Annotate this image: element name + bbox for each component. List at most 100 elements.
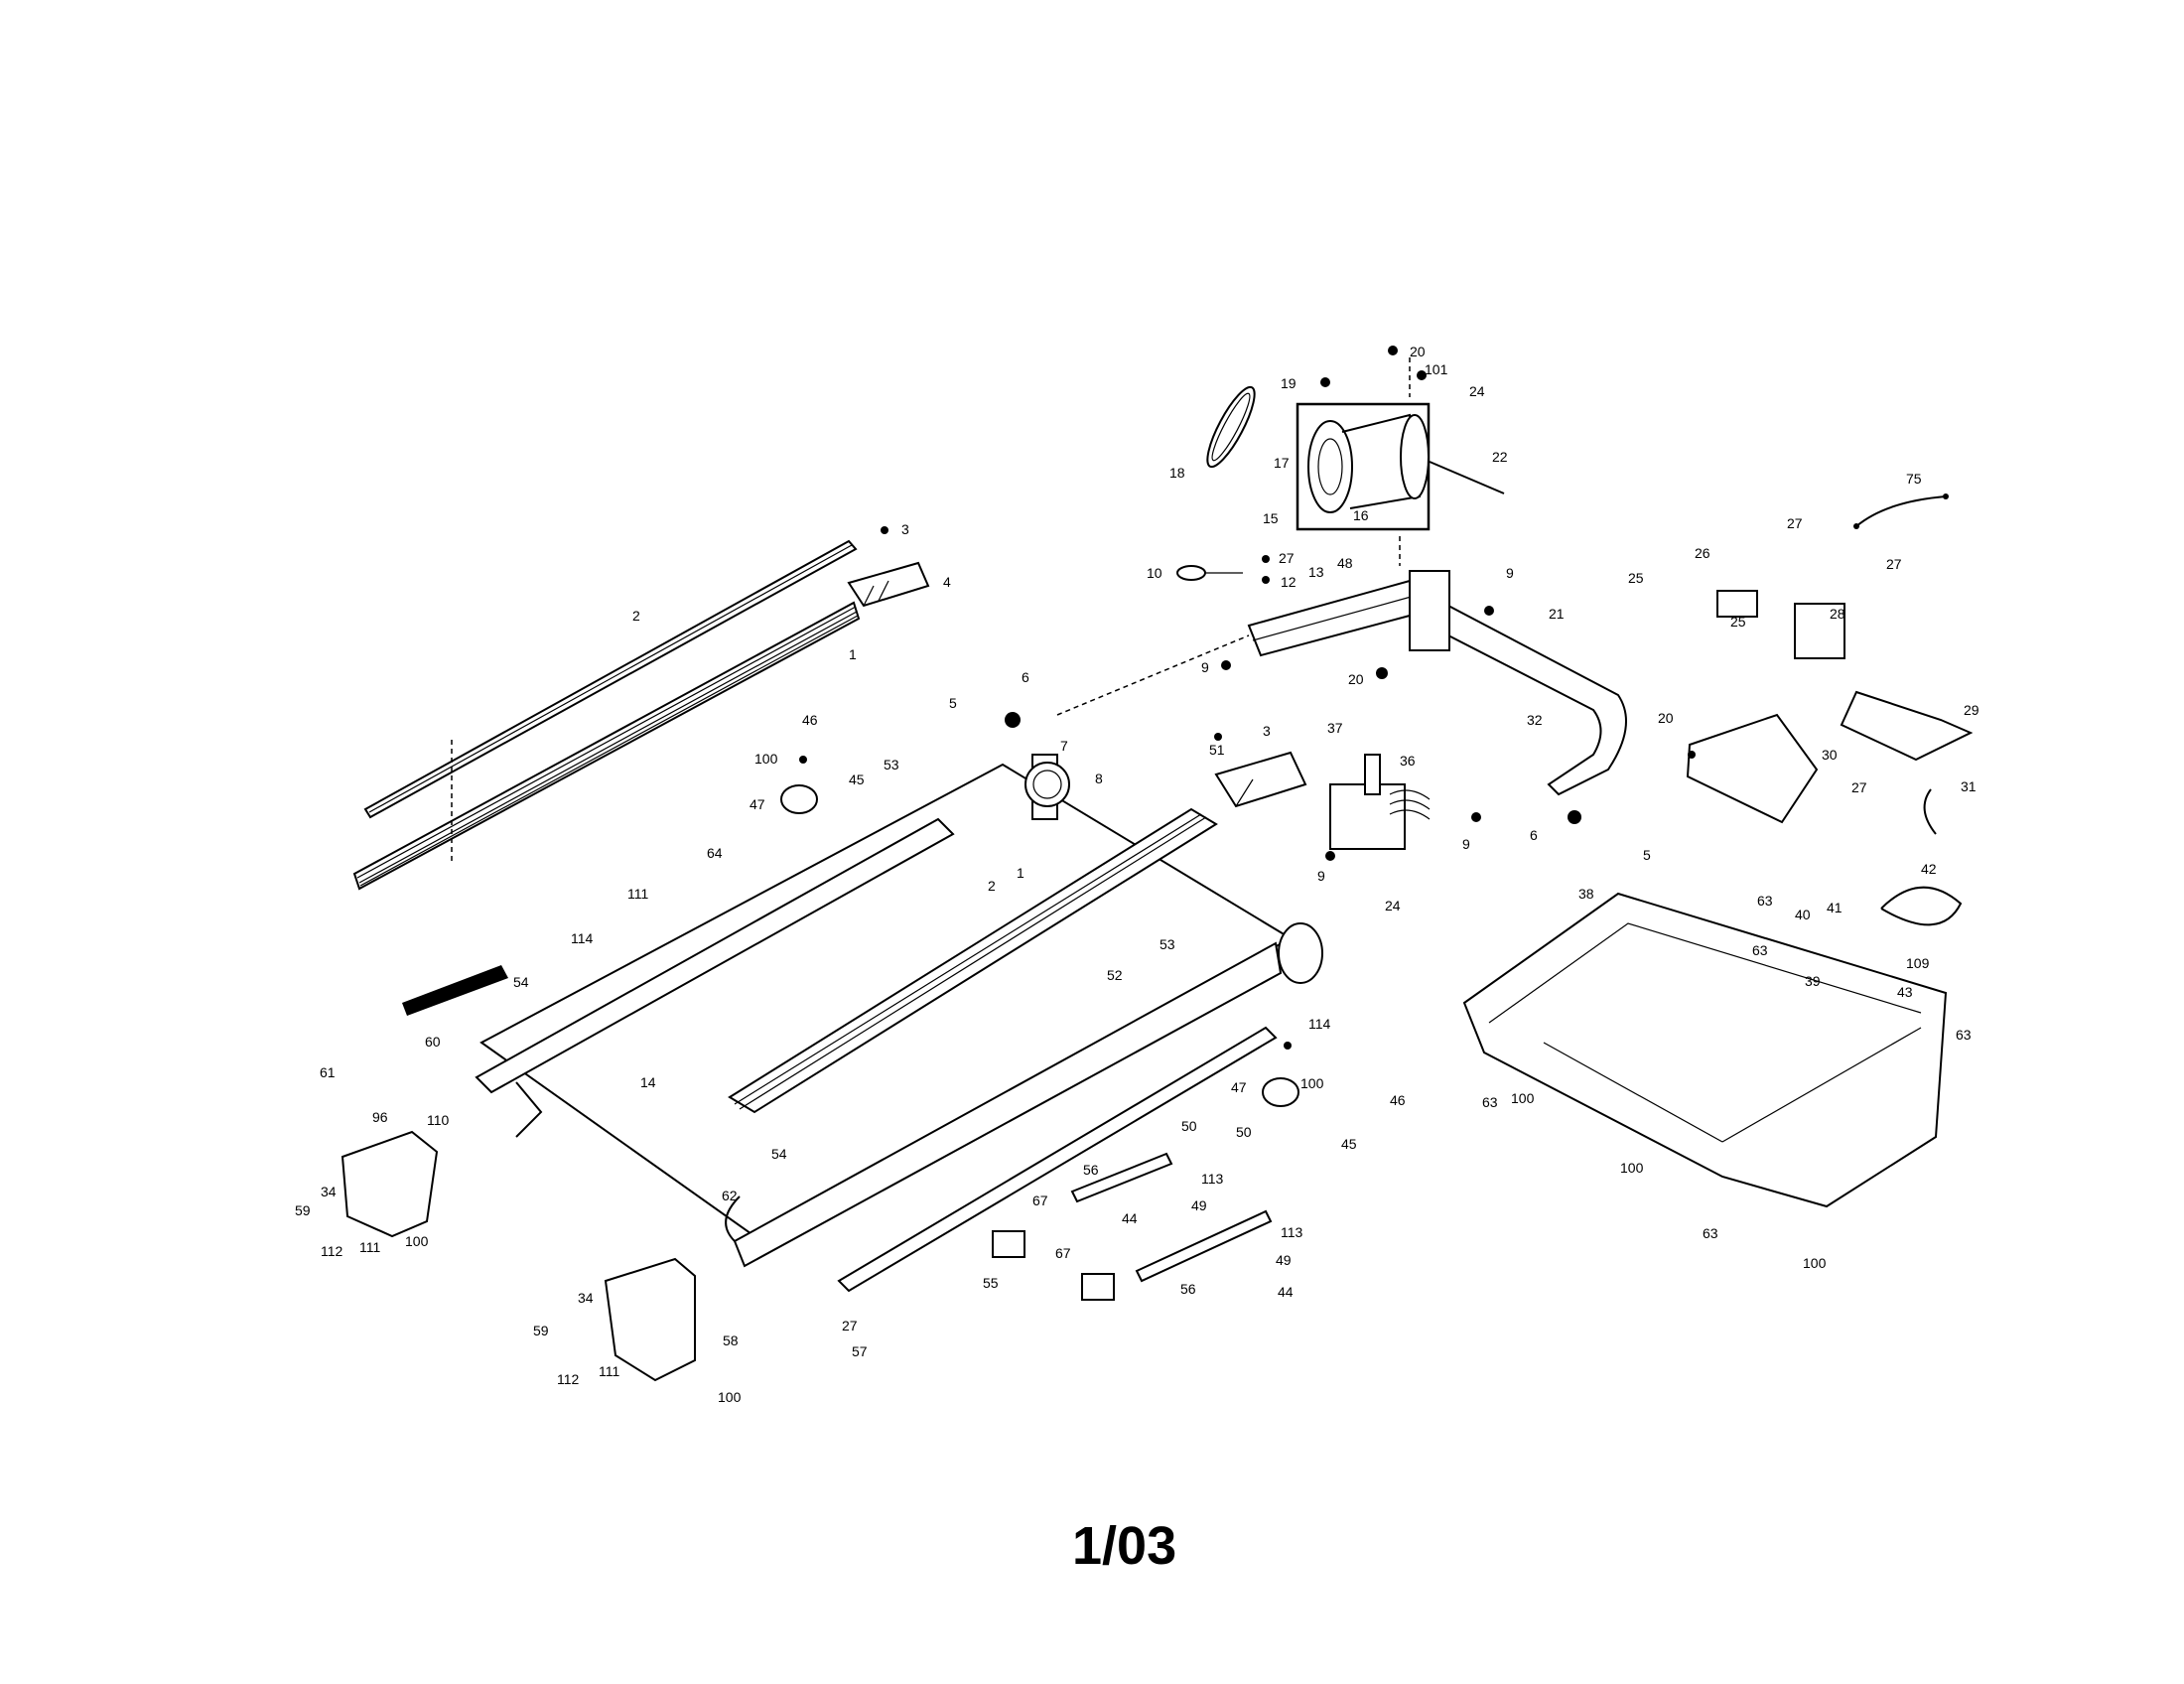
part-label-111-right: 111 [599,1363,619,1379]
part-label-27-d: 27 [1851,779,1867,795]
part-label-6-right: 6 [1530,827,1538,843]
part-label-100-b: 100 [1300,1075,1324,1091]
part-label-100-c: 100 [1511,1090,1535,1106]
part-labels: 20 19 101 24 18 17 22 16 15 75 3 27 27 1… [295,344,1979,1405]
leveler-feet [780,784,1299,1301]
part-label-4: 4 [943,574,951,590]
part-label-113-a: 113 [1201,1171,1224,1187]
part-label-55: 55 [983,1275,999,1291]
part-label-26: 26 [1695,545,1710,561]
sensor-part-10 [1176,565,1243,581]
part-label-19: 19 [1281,375,1297,391]
part-label-36: 36 [1400,753,1416,769]
part-label-100-e: 100 [405,1233,429,1249]
step-pad-60 [402,965,508,1016]
part-label-112-left: 112 [321,1243,343,1259]
part-label-44-a: 44 [1122,1210,1138,1226]
part-label-6-top: 6 [1022,669,1029,685]
part-label-20-mid: 20 [1348,671,1364,687]
deck-brackets [1070,1152,1273,1283]
part-label-20-top: 20 [1410,344,1426,359]
part-label-2-mid: 2 [988,878,996,894]
part-label-5-right: 5 [1643,847,1651,863]
part-label-25-a: 25 [1628,570,1644,586]
part-label-58: 58 [723,1333,739,1348]
part-label-113-b: 113 [1281,1224,1303,1240]
left-side-rail [352,539,861,891]
base-tray [1462,886,1963,1208]
part-label-59-left: 59 [295,1202,311,1218]
part-label-16: 16 [1353,507,1369,523]
part-label-56-top: 56 [1083,1162,1099,1178]
part-label-22: 22 [1492,449,1508,465]
part-label-49-a: 49 [1191,1197,1207,1213]
part-label-110: 110 [427,1112,450,1128]
part-label-100-f: 100 [1803,1255,1827,1271]
right-end-cap [1214,751,1307,808]
part-label-48-a: 48 [1337,555,1353,571]
part-label-100-d: 100 [1620,1160,1644,1176]
part-label-9-top: 9 [1506,565,1514,581]
part-label-1-mid: 1 [1017,865,1024,881]
part-label-5-left: 5 [949,695,957,711]
part-label-44-b: 44 [1278,1284,1294,1300]
part-label-37: 37 [1327,720,1343,736]
part-label-12: 12 [1281,574,1297,590]
page-number: 1/03 [1072,1516,1176,1576]
part-label-62: 62 [722,1188,738,1203]
part-label-109: 109 [1906,955,1930,971]
part-label-63-a: 63 [1757,893,1773,909]
part-label-13: 13 [1308,564,1324,580]
part-label-41: 41 [1827,900,1843,915]
part-label-14: 14 [640,1074,656,1090]
part-label-45-right: 45 [1341,1136,1357,1152]
part-label-34-right: 34 [578,1290,594,1306]
part-label-59-right: 59 [533,1323,549,1338]
part-label-28: 28 [1830,606,1845,622]
part-label-8: 8 [1095,771,1103,786]
part-label-46-right: 46 [1390,1092,1406,1108]
part-label-63-b: 63 [1752,942,1768,958]
controller-board [1329,754,1431,850]
part-label-47-top: 47 [750,796,765,812]
part-label-27-b: 27 [1787,515,1803,531]
part-label-54-bottom: 54 [771,1146,787,1162]
part-label-25-b: 25 [1730,614,1746,630]
part-label-39: 39 [1805,973,1821,989]
part-label-63-d: 63 [1482,1094,1498,1110]
part-label-63-c: 63 [1956,1027,1972,1043]
part-label-56-bottom: 56 [1180,1281,1196,1297]
part-label-15: 15 [1263,510,1279,526]
part-label-114-left: 114 [571,930,594,946]
part-label-30: 30 [1822,747,1838,763]
part-label-53-a: 53 [884,757,899,772]
part-label-38: 38 [1578,886,1594,902]
part-label-96: 96 [372,1109,388,1125]
part-label-27-a: 27 [1279,550,1295,566]
part-label-64: 64 [707,845,723,861]
part-label-50-a: 50 [1181,1118,1197,1134]
part-label-32: 32 [1527,712,1543,728]
part-label-75: 75 [1906,471,1922,487]
part-label-9-mid: 9 [1317,868,1325,884]
part-label-111-left: 111 [359,1239,380,1255]
part-label-21: 21 [1549,606,1565,622]
part-label-114-right: 114 [1308,1016,1331,1032]
part-label-3-left: 3 [901,521,909,537]
part-label-67-b: 67 [1055,1245,1071,1261]
part-label-27-e: 27 [842,1318,858,1333]
part-label-24-bottom: 24 [1385,898,1401,913]
part-label-31: 31 [1961,778,1977,794]
part-label-47-right: 47 [1231,1079,1247,1095]
part-label-42: 42 [1921,861,1937,877]
part-label-9-left: 9 [1201,659,1209,675]
part-label-52: 52 [1107,967,1123,983]
part-label-1-top: 1 [849,646,857,662]
part-label-10: 10 [1147,565,1162,581]
part-label-18: 18 [1169,465,1185,481]
part-label-53-b: 53 [1160,936,1175,952]
part-label-2-top: 2 [632,608,640,624]
part-label-50-b: 50 [1236,1124,1252,1140]
part-label-67-a: 67 [1032,1193,1048,1208]
